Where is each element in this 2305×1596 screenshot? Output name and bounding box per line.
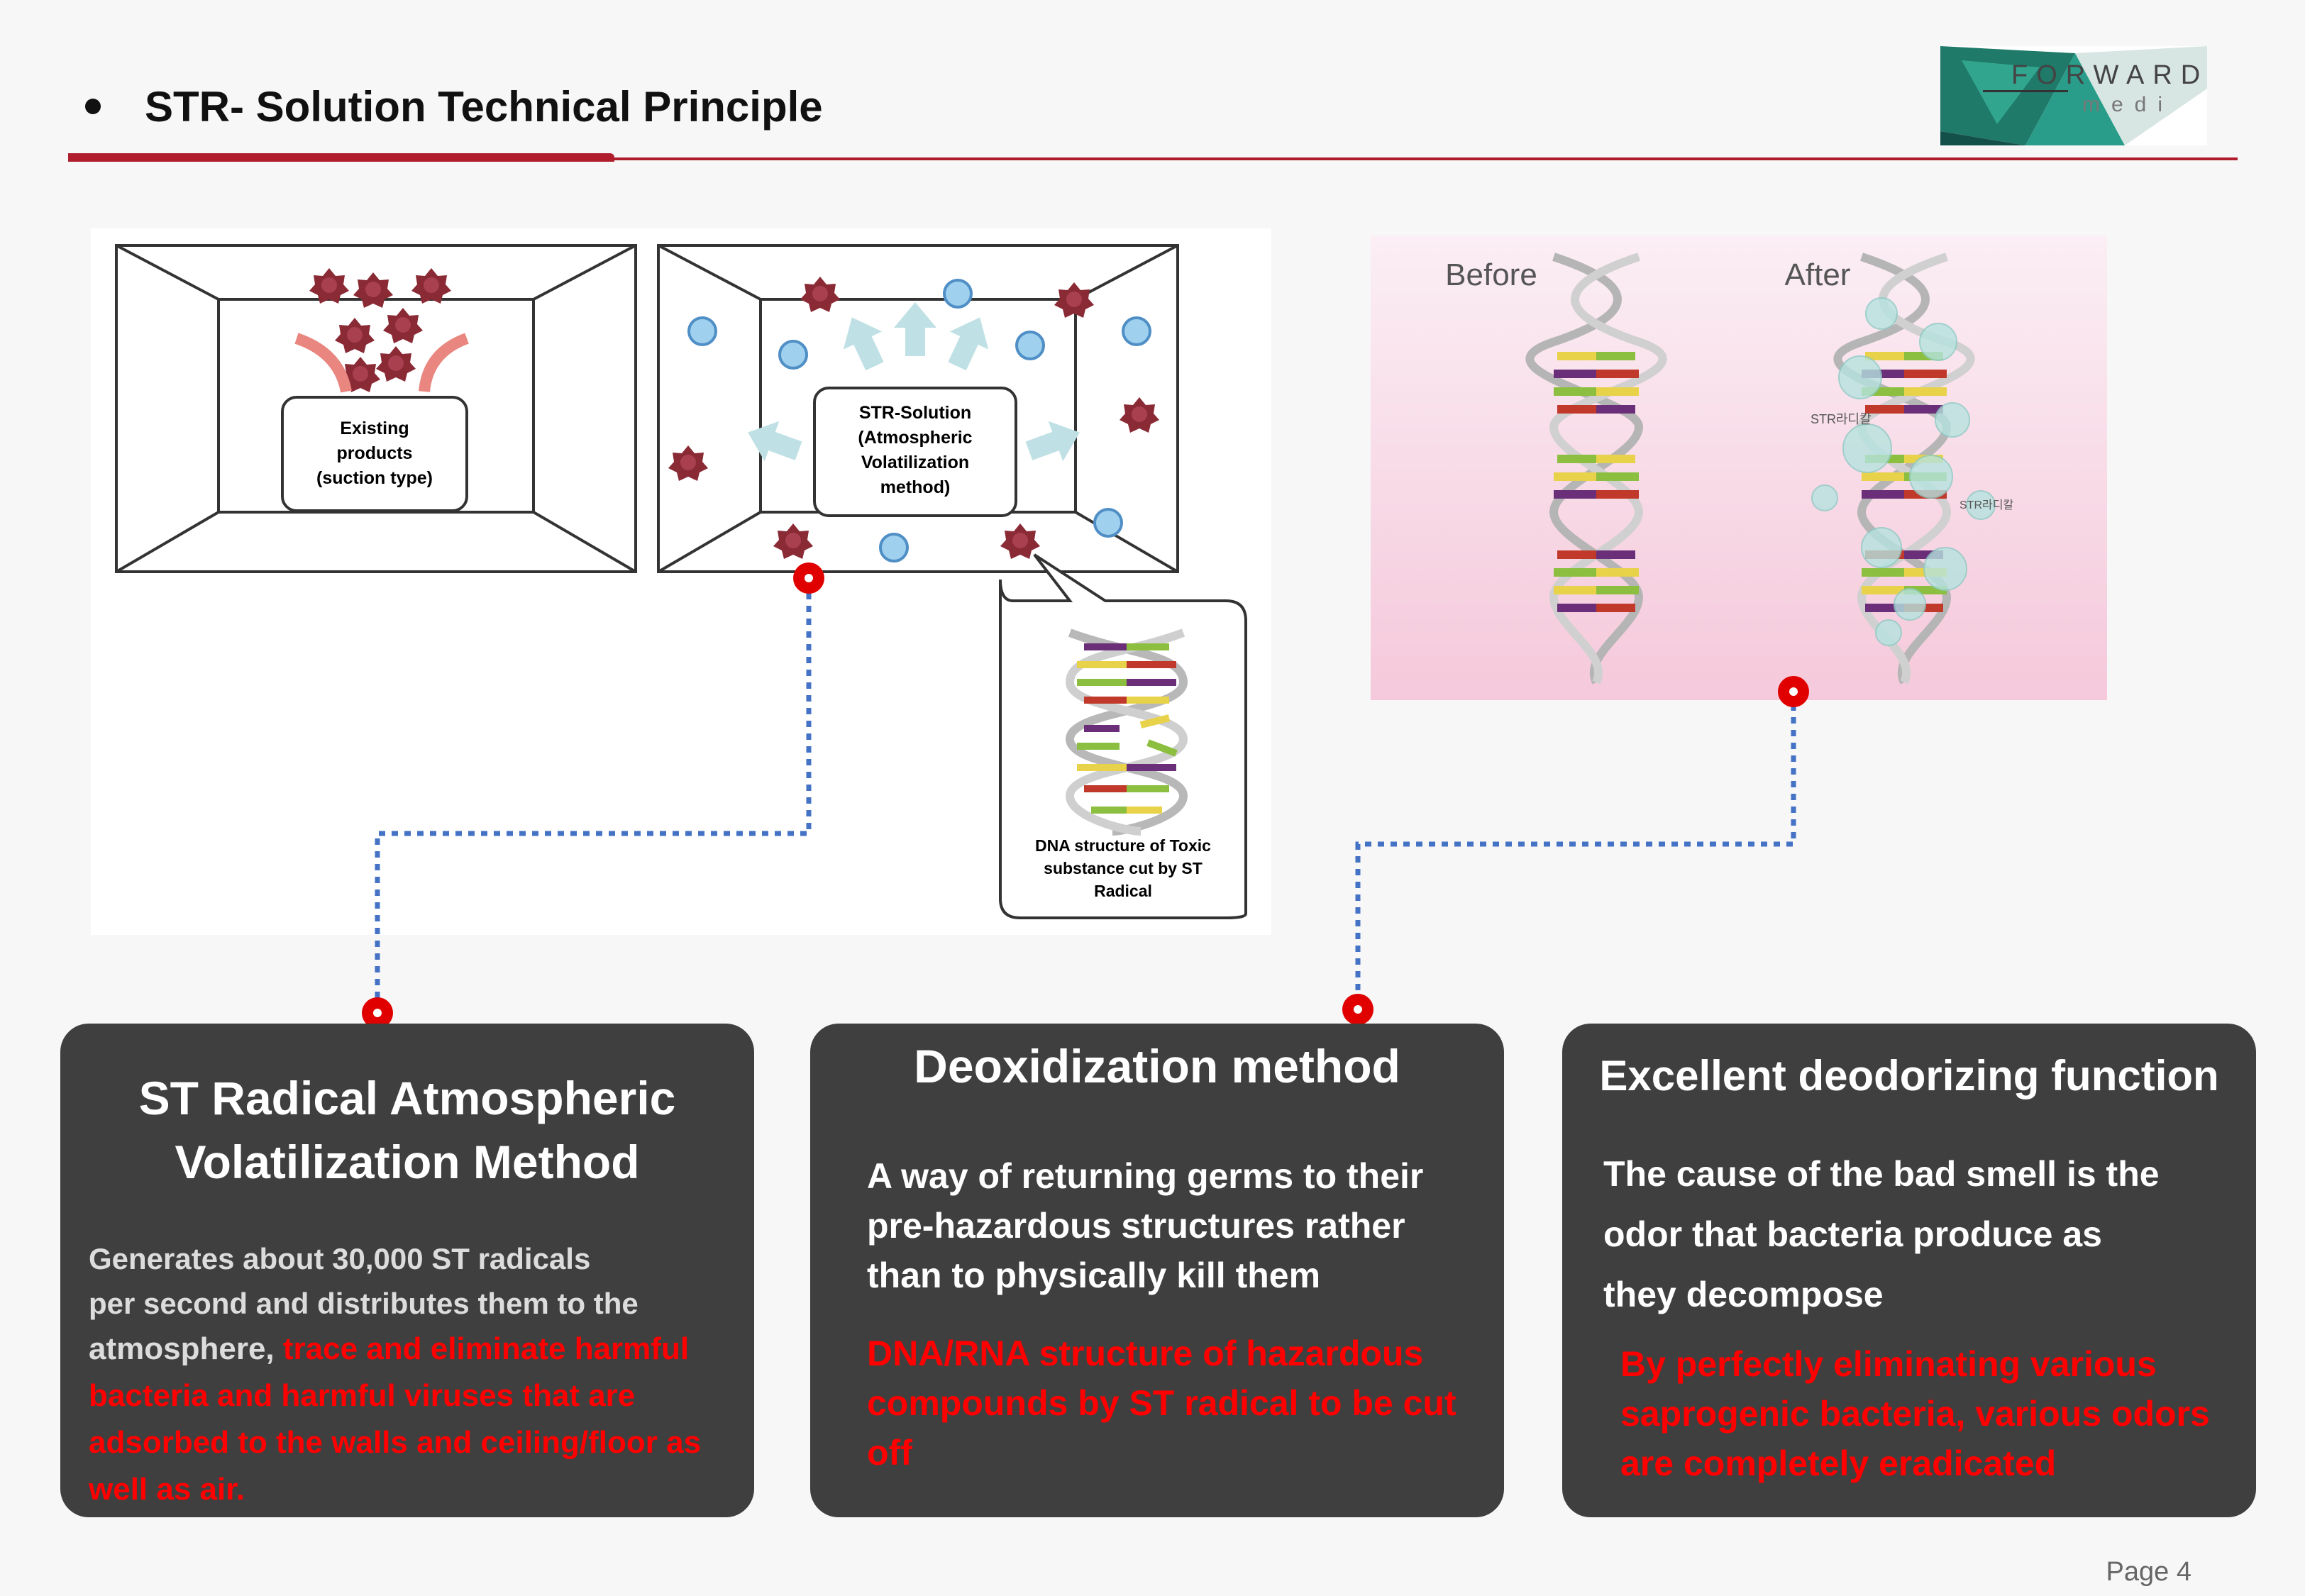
suction-arrow-left (294, 333, 352, 393)
card-deoxidization-body: A way of returning germs to their pre-ha… (867, 1151, 1477, 1478)
card-st-radical-line2: per second and distributes them to the (89, 1287, 639, 1320)
before-label: Before (1445, 257, 1537, 292)
room2-label-line3: Volatilization (861, 453, 969, 472)
str-tag-left: STR라디칼 (1811, 412, 1872, 426)
str-tag-right: STR라디칼 (1959, 499, 2013, 511)
logo-shapes-icon (1940, 46, 2207, 145)
forward-medi-logo: FORWARD medi (1940, 46, 2207, 145)
suction-arrow-right (419, 333, 469, 392)
slide-title: STR- Solution Technical Principle (145, 82, 823, 131)
callout-label-line2: substance cut by ST (1044, 859, 1203, 877)
card-st-radical-line3: atmosphere, (89, 1331, 283, 1366)
card-deoxidization-line3: than to physically kill them (867, 1256, 1321, 1295)
room-str-solution (657, 244, 1179, 573)
room2-label-line2: (Atmospheric (858, 428, 972, 448)
card-deodorizing-red-text: By perfectly eliminating various saproge… (1620, 1344, 2210, 1483)
card-deoxidization-red-text: DNA/RNA structure of hazardous compounds… (867, 1334, 1456, 1473)
room1-label-line3: (suction type) (316, 468, 433, 488)
logo-subword: medi (2082, 93, 2174, 116)
header-rule (68, 157, 2238, 160)
dna-callout-box (999, 553, 1247, 919)
card-deoxidization-title: Deoxidization method (914, 1040, 1400, 1092)
logo-line (1983, 90, 2068, 92)
card-deodorizing-line1: The cause of the bad smell is the (1603, 1154, 2160, 1194)
slide-title-row: STR- Solution Technical Principle (85, 74, 823, 138)
after-radical-bubbles (1811, 297, 1996, 646)
card-st-radical-body: Generates about 30,000 ST radicals per s… (89, 1236, 741, 1513)
callout-dna-icon (1065, 628, 1188, 836)
callout-label-line1: DNA structure of Toxic (1035, 836, 1211, 855)
bullet-icon (85, 99, 101, 114)
room1-label-line1: Existing (340, 419, 409, 438)
rooms-diagram: Existing products (suction type) STR-Sol… (91, 228, 1271, 935)
card-deoxidization: Deoxidization method A way of returning … (810, 1024, 1504, 1517)
card-deodorizing-body: The cause of the bad smell is the odor t… (1603, 1144, 2228, 1488)
after-label: After (1785, 257, 1851, 292)
header-rule-accent (68, 153, 614, 162)
card-st-radical-title: ST Radical Atmospheric Volatilization Me… (60, 1066, 754, 1194)
card-st-radical-red-text: trace and eliminate harmful bacteria and… (89, 1331, 702, 1507)
card-st-radical: ST Radical Atmospheric Volatilization Me… (60, 1024, 754, 1517)
card-deodorizing-line3: they decompose (1603, 1275, 1884, 1314)
connector-right (1355, 692, 1796, 1007)
card-deoxidization-line2: pre-hazardous structures rather (867, 1206, 1405, 1246)
card-st-radical-title-line1: ST Radical Atmospheric (138, 1072, 676, 1124)
card-deoxidization-line1: A way of returning germs to their (867, 1156, 1424, 1196)
room1-label-box (281, 396, 468, 512)
card-deodorizing-line2: odor that bacteria produce as (1603, 1214, 2102, 1254)
pink-background (1371, 235, 2107, 700)
card-st-radical-line1: Generates about 30,000 ST radicals (89, 1242, 591, 1275)
before-after-dna-image: Before After STR라디칼 STR라디칼 (1371, 235, 2107, 700)
room2-label-line1: STR-Solution (859, 403, 971, 423)
logo-wordmark: FORWARD (2011, 60, 2207, 90)
room1-label-line2: products (337, 443, 413, 463)
room2-label-box (813, 387, 1017, 517)
card-st-radical-title-line2: Volatilization Method (175, 1136, 640, 1188)
callout-label-line3: Radical (1094, 882, 1152, 900)
card-deodorizing: Excellent deodorizing function The cause… (1562, 1024, 2256, 1517)
room2-label-line4: method) (880, 477, 951, 497)
page-number: Page 4 (2106, 1557, 2191, 1587)
card-deodorizing-title: Excellent deodorizing function (1599, 1052, 2219, 1099)
